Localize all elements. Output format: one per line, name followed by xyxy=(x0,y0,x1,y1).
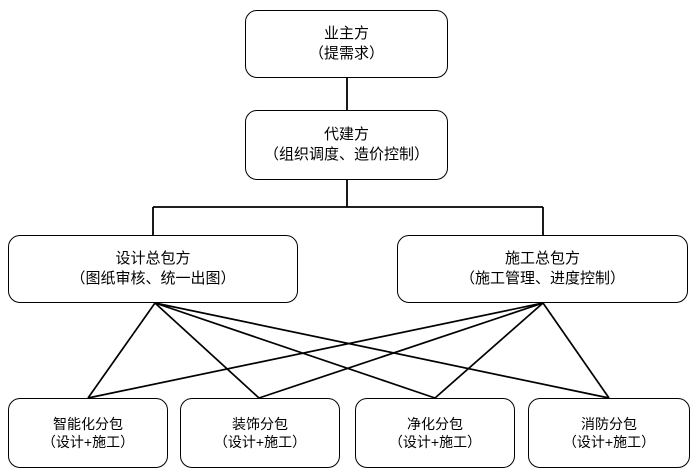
node-agent-builder-subtitle: （组织调度、造价控制） xyxy=(263,146,429,163)
node-owner[interactable]: 业主方 （提需求） xyxy=(245,10,448,78)
node-subcontractor-decoration[interactable]: 装饰分包 （设计+施工） xyxy=(180,398,340,468)
node-agent-builder-title: 代建方 xyxy=(323,126,369,144)
node-subcontractor-intelligent-title: 智能化分包 xyxy=(53,415,123,432)
node-subcontractor-intelligent[interactable]: 智能化分包 （设计+施工） xyxy=(8,398,168,468)
node-subcontractor-purification-title: 净化分包 xyxy=(407,415,463,432)
node-agent-builder[interactable]: 代建方 （组织调度、造价控制） xyxy=(245,110,448,180)
edge-design-to-fire xyxy=(154,302,610,399)
node-subcontractor-fire-protection-title: 消防分包 xyxy=(581,415,637,432)
edge-construction-to-decoration xyxy=(258,302,544,399)
edge-construction-to-fire xyxy=(542,302,610,399)
node-subcontractor-purification-subtitle: （设计+施工） xyxy=(388,434,482,450)
node-construction-general-contractor-subtitle: （施工管理、进度控制） xyxy=(459,270,625,287)
edge-construction-to-intelligent xyxy=(87,302,544,399)
node-owner-subtitle: （提需求） xyxy=(308,45,384,62)
node-subcontractor-intelligent-subtitle: （设计+施工） xyxy=(41,434,135,450)
node-owner-title: 业主方 xyxy=(323,25,369,43)
edge-design-to-purification xyxy=(154,302,436,399)
node-design-general-contractor-title: 设计总包方 xyxy=(115,250,191,268)
node-construction-general-contractor[interactable]: 施工总包方 （施工管理、进度控制） xyxy=(397,235,688,303)
node-design-general-contractor[interactable]: 设计总包方 （图纸审核、统一出图） xyxy=(8,235,298,303)
edge-design-to-decoration xyxy=(154,302,260,399)
edge-construction-to-purification xyxy=(434,302,544,399)
node-subcontractor-decoration-title: 装饰分包 xyxy=(232,415,288,432)
node-construction-general-contractor-title: 施工总包方 xyxy=(504,250,580,268)
node-design-general-contractor-subtitle: （图纸审核、统一出图） xyxy=(70,270,236,287)
node-subcontractor-fire-protection-subtitle: （设计+施工） xyxy=(562,434,656,450)
node-subcontractor-decoration-subtitle: （设计+施工） xyxy=(213,434,307,450)
edge-design-to-intelligent xyxy=(87,302,156,399)
node-subcontractor-fire-protection[interactable]: 消防分包 （设计+施工） xyxy=(528,398,690,468)
node-subcontractor-purification[interactable]: 净化分包 （设计+施工） xyxy=(355,398,515,468)
